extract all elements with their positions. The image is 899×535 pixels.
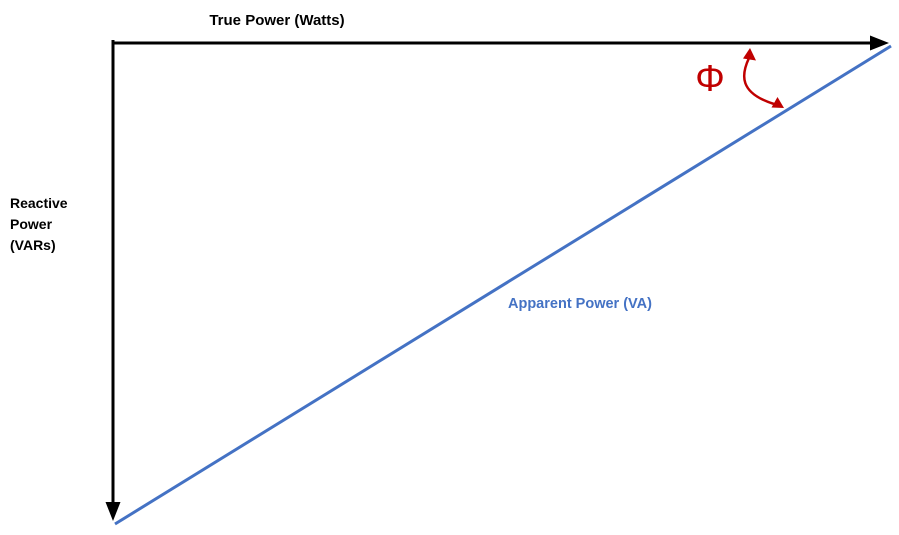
phase-angle-arc-arrowhead-bottom [771, 97, 784, 108]
apparent-power-line [114, 44, 892, 526]
true-power-label: True Power (Watts) [209, 12, 344, 29]
true-power-arrowhead [870, 35, 889, 51]
phase-angle-arc-arrowhead-top [743, 48, 756, 61]
reactive-power-label-line2: Power [10, 216, 53, 232]
phase-angle-arc [742, 57, 775, 106]
reactive-power-arrowhead [105, 502, 121, 521]
reactive-power-label-line3: (VARs) [10, 237, 56, 253]
reactive-power-label-line1: Reactive [10, 195, 68, 211]
apparent-power-label: Apparent Power (VA) [508, 296, 652, 312]
phase-angle-symbol: Φ [695, 58, 725, 99]
